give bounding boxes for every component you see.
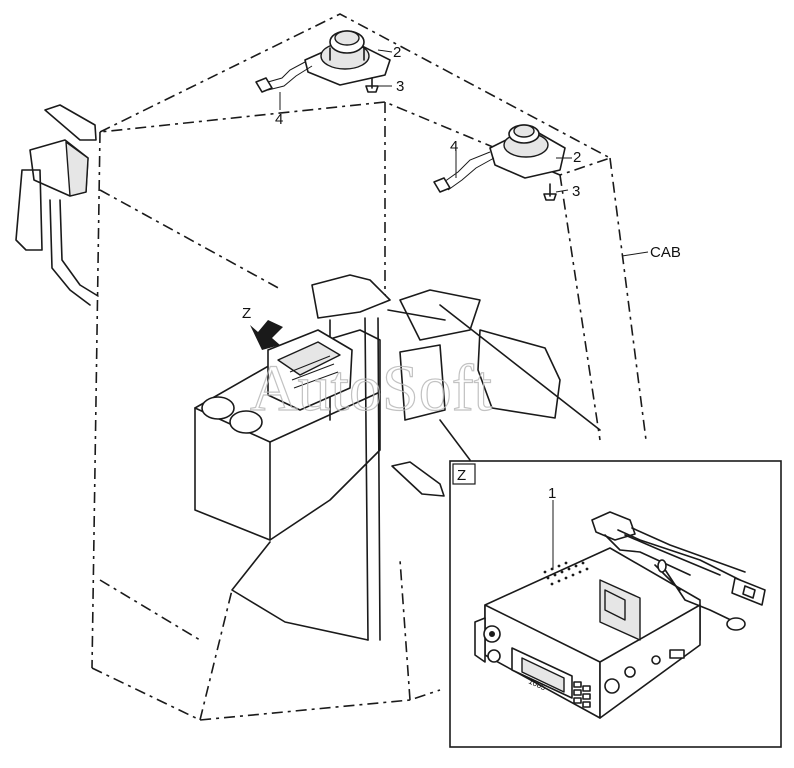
radio-location <box>250 320 353 411</box>
callout-3-screw-lower: 3 <box>572 183 580 200</box>
callout-3-screw-upper: 3 <box>396 78 404 95</box>
screw-upper <box>365 77 392 93</box>
detail-z-label: Z <box>457 467 466 484</box>
callout-4-harness-upper: 4 <box>275 111 283 128</box>
callout-2-speaker-lower: 2 <box>573 149 581 166</box>
z-marker-label: Z <box>242 305 251 322</box>
speaker-upper <box>255 30 393 110</box>
side-mirror <box>15 104 99 306</box>
callout-2-speaker-upper: 2 <box>393 44 401 61</box>
radio-unit: 1085 <box>474 547 701 719</box>
speaker-lower <box>433 124 572 193</box>
z-arrow-icon <box>250 320 283 350</box>
cab-outline <box>91 13 647 721</box>
detail-z-panel: 1085 <box>449 460 782 748</box>
callout-1-radio: 1 <box>548 485 556 502</box>
watermark: AutoSoft <box>250 352 492 425</box>
preset-buttons <box>573 681 591 708</box>
screw-lower <box>543 183 569 201</box>
detail-label-box <box>452 463 476 485</box>
wiring-harness <box>591 511 766 631</box>
tuning-knob <box>487 649 501 663</box>
cab-label: CAB <box>650 244 681 261</box>
cab-leader <box>621 251 649 257</box>
callout-4-harness-lower: 4 <box>450 138 458 155</box>
